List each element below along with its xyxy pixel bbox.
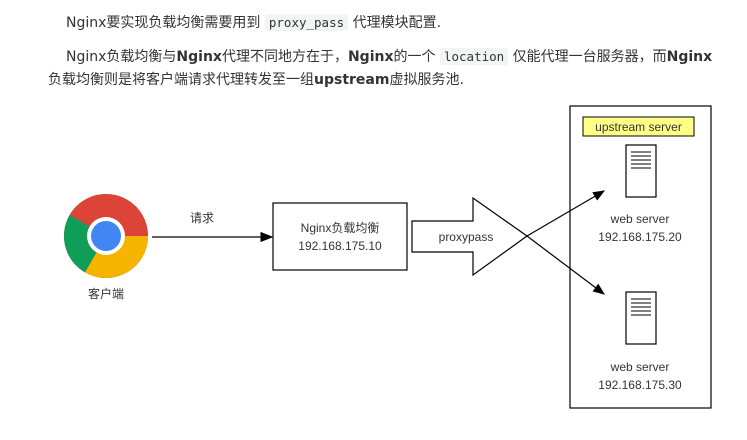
client-label: 客户端 bbox=[88, 286, 124, 301]
nginx-lb-ip: 192.168.175.10 bbox=[298, 239, 382, 253]
intro-text-before: Nginx要实现负载均衡需要用到 bbox=[66, 15, 261, 31]
intro-paragraph: Nginx要实现负载均衡需要用到 proxy_pass 代理模块配置. bbox=[66, 12, 441, 34]
server2-name: web server bbox=[610, 360, 670, 374]
p3-text-2: 虚拟服务池. bbox=[389, 72, 464, 88]
p2-text-3: 的一个 bbox=[393, 49, 436, 65]
nginx-lb-box bbox=[272, 202, 408, 271]
comparison-paragraph-line1: Nginx负载均衡与Nginx代理不同地方在于，Nginx的一个 locatio… bbox=[66, 46, 712, 68]
proxy-pass-code: proxy_pass bbox=[264, 14, 349, 31]
p2-text-4: 仅能代理一台服务器，而 bbox=[512, 49, 667, 65]
proxypass-arrow bbox=[411, 196, 529, 277]
chrome-icon bbox=[63, 193, 149, 279]
arrow-to-server2 bbox=[526, 235, 605, 295]
p3-bold-upstream: upstream bbox=[314, 72, 390, 88]
p2-bold-3: Nginx bbox=[666, 49, 713, 65]
p2-bold-2: Nginx bbox=[347, 49, 394, 65]
server1-icon bbox=[625, 144, 657, 198]
arrow-to-server1 bbox=[526, 190, 606, 237]
server2-icon bbox=[625, 291, 657, 345]
intro-text-after: 代理模块配置. bbox=[352, 15, 442, 31]
server1-name: web server bbox=[610, 212, 670, 226]
server1-ip: 192.168.175.20 bbox=[598, 230, 682, 244]
p2-text-2: 代理不同地方在于， bbox=[221, 49, 348, 65]
p2-text-1: Nginx负载均衡与 bbox=[66, 49, 177, 65]
server2-ip: 192.168.175.30 bbox=[598, 378, 682, 392]
p3-text-1: 负载均衡则是将客户端请求代理转发至一组 bbox=[48, 72, 314, 88]
request-label: 请求 bbox=[190, 211, 214, 225]
proxypass-label: proxypass bbox=[439, 230, 494, 244]
upstream-label: upstream server bbox=[595, 120, 682, 134]
comparison-paragraph-line2: 负载均衡则是将客户端请求代理转发至一组upstream虚拟服务池. bbox=[48, 69, 464, 91]
location-code: location bbox=[439, 48, 509, 65]
upstream-label-box bbox=[582, 116, 695, 137]
p2-bold-1: Nginx bbox=[176, 49, 222, 65]
nginx-lb-title: Nginx负载均衡 bbox=[301, 221, 380, 235]
upstream-container bbox=[569, 105, 712, 409]
